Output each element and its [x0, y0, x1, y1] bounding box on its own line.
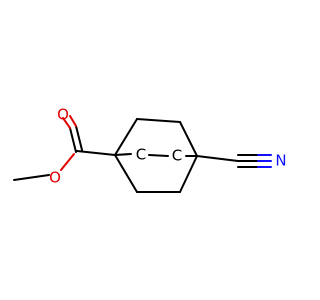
bond-o-carbonyl-carbon-red [60, 153, 75, 171]
bond-nitrile-carbon [196, 155, 239, 162]
bond-carbonyl-double-1-red [62, 117, 71, 129]
atom-o-carbonyl: O [57, 106, 69, 124]
atom-n-nitrile: N [275, 152, 286, 170]
bond-cage-right-top [179, 121, 198, 157]
atom-c-bridge-left: C [136, 146, 146, 164]
bond-cage-left-bottom [114, 154, 138, 193]
bond-carbonyl-double-2 [75, 125, 83, 151]
bond-carbonyl-bridgehead [76, 150, 116, 156]
bond-cage-right-bottom [179, 155, 198, 193]
bond-bridge-left [114, 153, 132, 156]
bond-cage-left-top [114, 118, 138, 156]
molecule-diagram: O O C C N [13, 106, 287, 193]
atom-o-ester: O [49, 169, 61, 187]
bond-cage-top [136, 118, 181, 123]
molecule-canvas: O O C C N [13, 105, 287, 193]
atom-c-bridge-right: C [172, 147, 182, 165]
bond-carbonyl-double-1 [69, 127, 77, 153]
bond-bridge-middle [148, 154, 169, 157]
bond-methyl-o [13, 174, 50, 181]
bond-carbonyl-double-2-red [69, 115, 77, 127]
